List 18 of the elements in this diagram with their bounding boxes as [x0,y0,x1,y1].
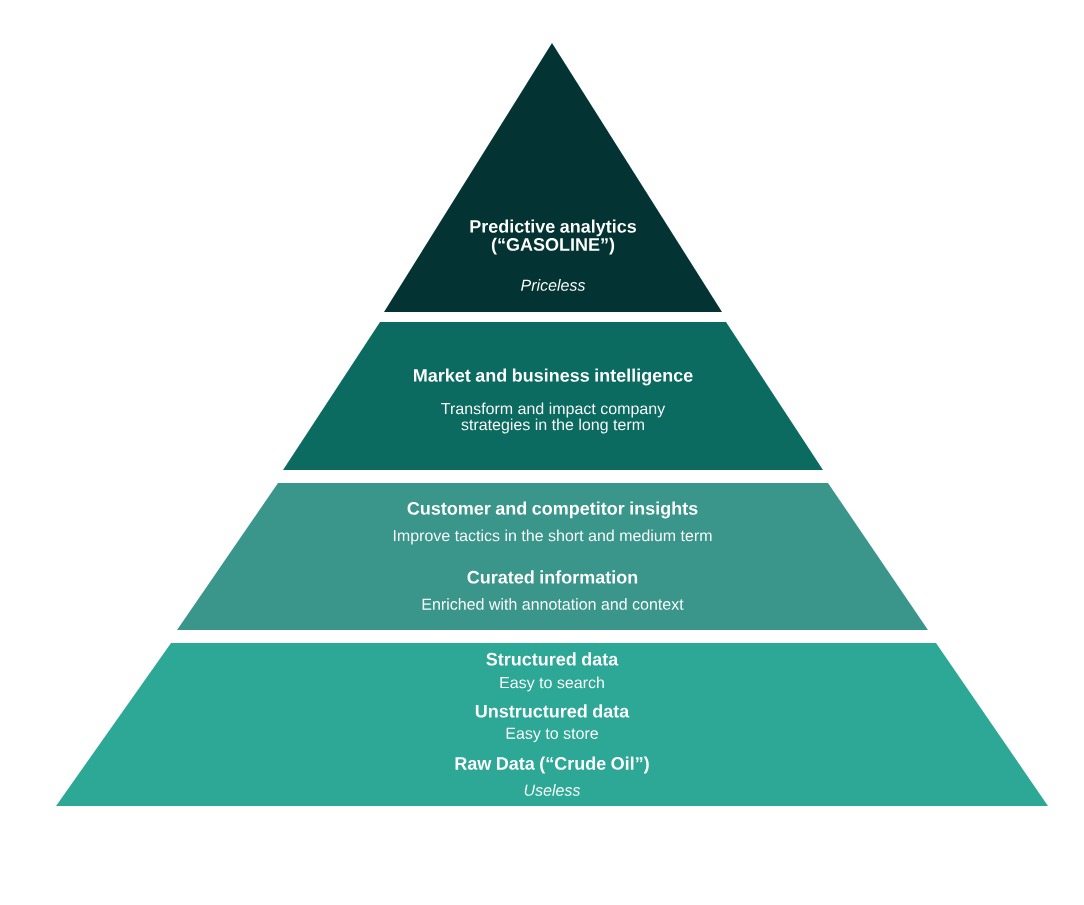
tier-heading: Structured data [486,652,619,666]
tier-description: Transform and impact company strategies in the long term [441,402,666,434]
tier-heading: Customer and competitor insights [407,501,698,519]
pyramid-tier [283,322,823,470]
tier-description: Improve tactics in the short and medium term [393,529,712,545]
pyramid-tier [384,43,722,312]
tier-description: Easy to search [500,676,604,692]
tier-heading: Unstructured data [475,704,630,718]
tier-description: Easy to store [506,727,598,743]
tier-description: Enriched with annotation and context [422,598,684,610]
tier-value: Useless [524,784,581,796]
tier-heading: Raw Data (“Crude Oil”) [455,756,649,774]
pyramid-tier [56,643,1048,806]
tier-heading: Curated information [467,570,638,584]
tier-heading: Market and business intelligence [414,368,693,386]
tier-value: Priceless [521,279,586,291]
pyramid-tier [177,483,928,630]
tier-heading: Predictive analytics (“GASOLINE”) [470,219,636,255]
